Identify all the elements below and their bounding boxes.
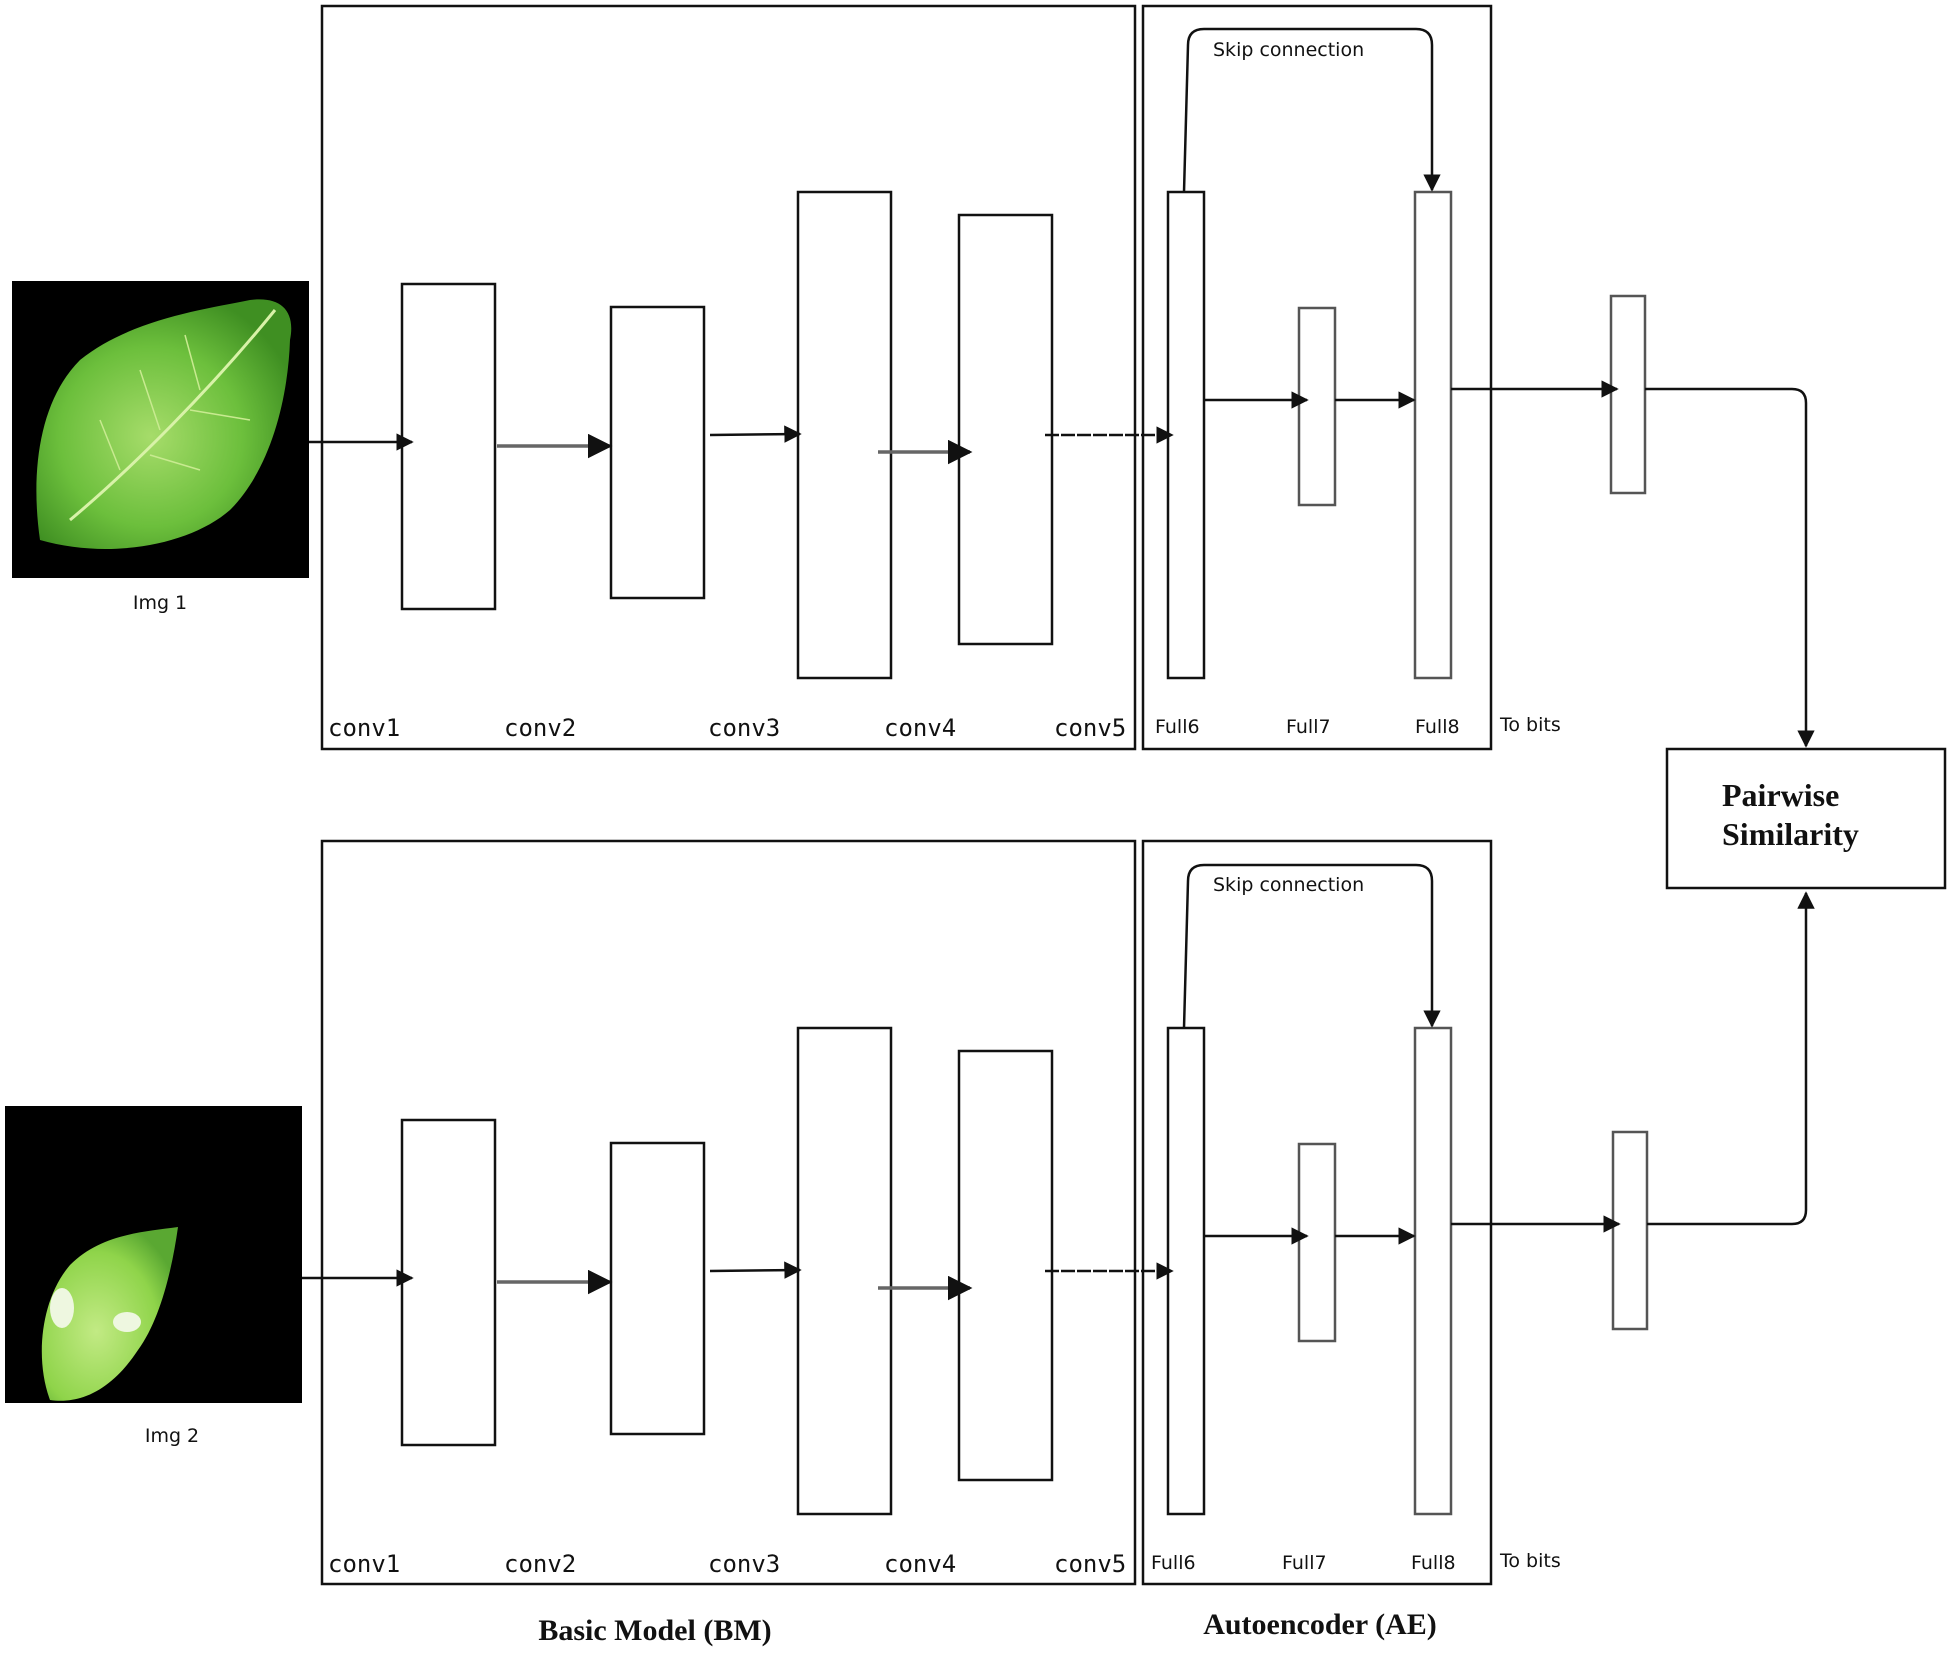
conv5-label: conv5 xyxy=(1054,1550,1126,1578)
pairwise-similarity-line2: Similarity xyxy=(1722,816,1859,852)
arrow-bits-similarity xyxy=(1647,891,1815,1226)
basic-model-frame-1 xyxy=(320,4,1137,751)
full8-label: Full8 xyxy=(1411,1552,1456,1574)
bits-layer xyxy=(1611,1130,1649,1331)
full7-layer xyxy=(1297,1142,1337,1343)
full8-label: Full8 xyxy=(1415,716,1460,738)
conv1-label: conv1 xyxy=(328,1550,400,1578)
pairwise-similarity-block: Pairwise Similarity xyxy=(1665,747,1947,890)
skip-connection-label-2: Skip connection xyxy=(1213,874,1364,896)
input-image-2 xyxy=(5,1106,302,1403)
conv1-label: conv1 xyxy=(328,714,400,742)
pairwise-similarity-box xyxy=(1665,747,1947,890)
skip-connection-arrow-2 xyxy=(1182,863,1441,1029)
image-label-1: Img 1 xyxy=(133,592,187,614)
arrow-conv2-conv3 xyxy=(709,425,802,443)
conv2-layer xyxy=(609,1141,706,1436)
full8-layer xyxy=(1413,190,1453,680)
basic-model-frame-2 xyxy=(320,839,1137,1586)
conv3-layer xyxy=(796,190,893,680)
conv4-layer xyxy=(957,1049,1054,1482)
full6-layer xyxy=(1166,190,1206,680)
autoencoder-caption: Autoencoder (AE) xyxy=(1203,1608,1437,1641)
full7-layer xyxy=(1297,306,1337,507)
conv3-label: conv3 xyxy=(708,1550,780,1578)
conv4-label: conv4 xyxy=(884,1550,956,1578)
conv1-layer xyxy=(400,282,497,611)
conv4-label: conv4 xyxy=(884,714,956,742)
conv2-label: conv2 xyxy=(504,1550,576,1578)
autoencoder-frame-1 xyxy=(1141,4,1493,751)
full6-label: Full6 xyxy=(1151,1552,1196,1574)
full7-label: Full7 xyxy=(1286,716,1331,738)
conv3-label: conv3 xyxy=(708,714,780,742)
conv5-label: conv5 xyxy=(1054,714,1126,742)
pipeline-2: Img 2 Skip connection conv1 conv2 conv3 xyxy=(5,839,1815,1586)
conv3-layer xyxy=(796,1026,893,1516)
full6-layer xyxy=(1166,1026,1206,1516)
full6-label: Full6 xyxy=(1155,716,1200,738)
to-bits-label: To bits xyxy=(1499,1550,1561,1572)
skip-connection-arrow-1 xyxy=(1182,27,1441,193)
full8-layer xyxy=(1413,1026,1453,1516)
conv2-label: conv2 xyxy=(504,714,576,742)
skip-connection-label-1: Skip connection xyxy=(1213,39,1364,61)
image-label-2: Img 2 xyxy=(145,1425,199,1447)
pipeline-1: Img 1 Skip connection conv1 conv2 conv3 xyxy=(12,4,1815,751)
autoencoder-frame-2 xyxy=(1141,839,1493,1586)
bits-layer xyxy=(1609,294,1647,495)
pairwise-similarity-line1: Pairwise xyxy=(1722,777,1839,813)
conv2-layer xyxy=(609,305,706,600)
conv1-layer xyxy=(400,1118,497,1447)
input-image-1 xyxy=(12,281,309,578)
arrow-conv2-conv3 xyxy=(709,1261,802,1279)
conv4-layer xyxy=(957,213,1054,646)
arrow-bits-similarity xyxy=(1645,387,1815,748)
to-bits-label: To bits xyxy=(1499,714,1561,736)
basic-model-caption: Basic Model (BM) xyxy=(538,1614,771,1647)
full7-label: Full7 xyxy=(1282,1552,1327,1574)
